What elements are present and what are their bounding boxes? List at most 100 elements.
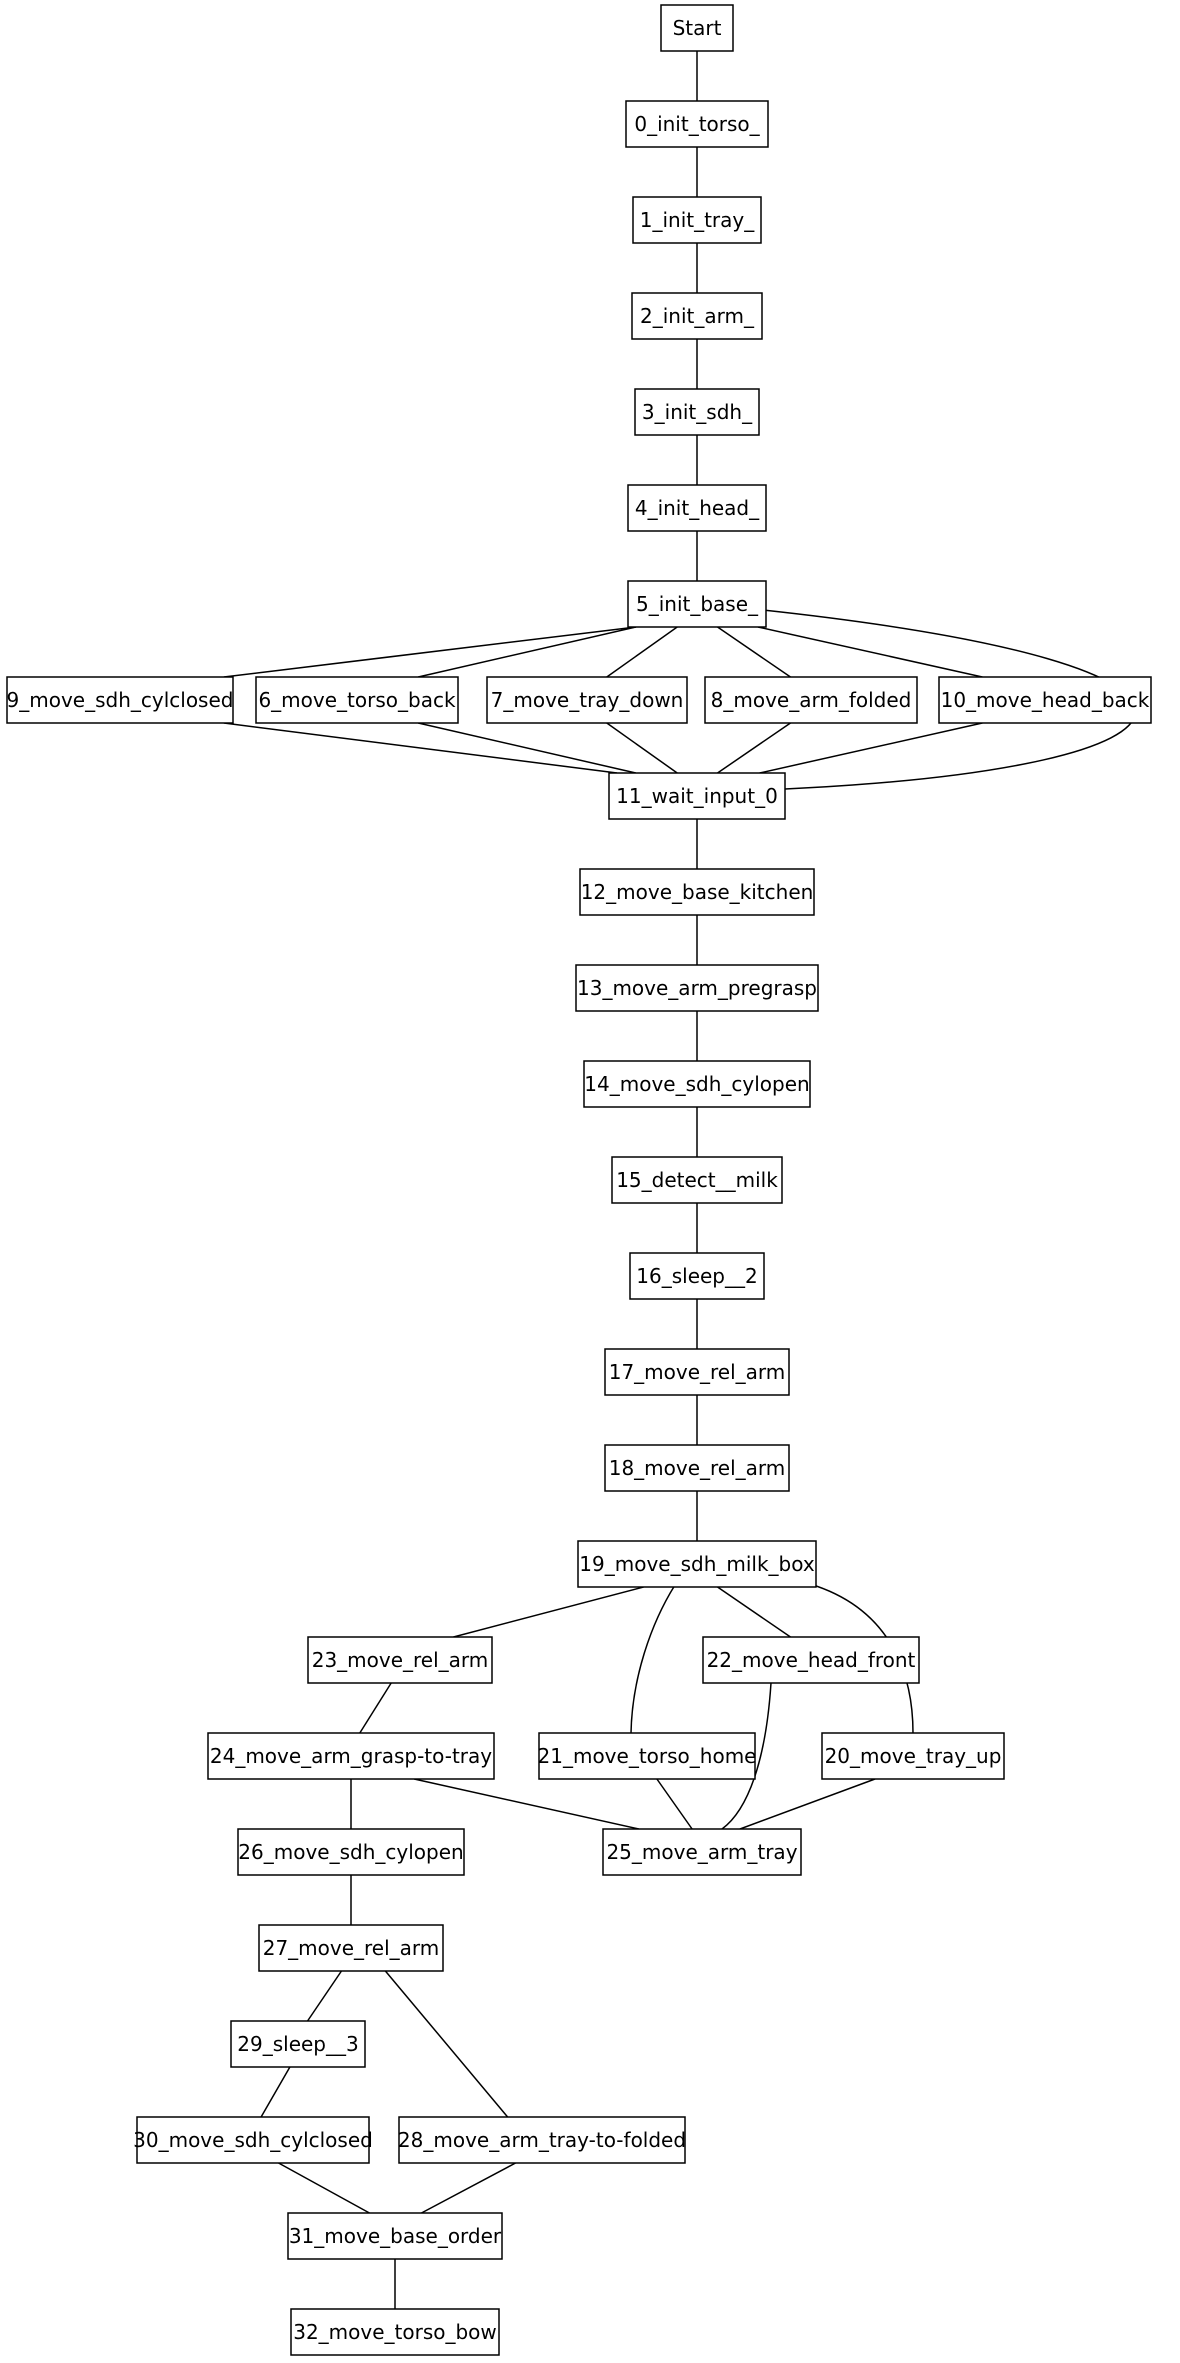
node-n2: 2_init_arm_	[631, 292, 763, 340]
node-box	[608, 772, 786, 820]
node-n26: 26_move_sdh_cylopen	[237, 1828, 465, 1876]
node-n22: 22_move_head_front	[702, 1636, 920, 1684]
node-box	[660, 4, 734, 52]
node-box	[634, 388, 760, 436]
node-n29: 29_sleep__3	[230, 2020, 366, 2068]
node-box	[258, 1924, 444, 1972]
node-n31: 31_move_base_order	[287, 2212, 503, 2260]
node-n6: 6_move_torso_back	[255, 676, 459, 724]
node-label: 24_move_arm_grasp-to-tray	[210, 1744, 492, 1768]
node-box	[538, 1732, 756, 1780]
edge-n29-n30	[260, 2066, 291, 2118]
node-label: 5_init_base_	[636, 592, 759, 616]
node-start: Start	[660, 4, 734, 52]
node-box	[290, 2308, 500, 2356]
nodes-layer: Start 0_init_torso_ 1_init_tray_ 2_init_arm…	[6, 4, 1152, 2356]
node-box	[631, 292, 763, 340]
node-n12: 12_move_base_kitchen	[579, 868, 815, 916]
node-n11: 11_wait_input_0	[608, 772, 786, 820]
edge-n8-n11	[717, 722, 791, 774]
edge-n30-n31	[278, 2162, 370, 2214]
node-n10: 10_move_head_back	[938, 676, 1152, 724]
edges-layer	[223, 51, 1137, 2309]
node-label: 6_move_torso_back	[258, 688, 455, 712]
node-n23: 23_move_rel_arm	[307, 1636, 493, 1684]
node-n20: 20_move_tray_up	[821, 1732, 1005, 1780]
node-n9: 9_move_sdh_cylclosed	[6, 676, 234, 724]
node-label: 13_move_arm_pregrasp	[577, 976, 817, 1000]
node-box	[230, 2020, 366, 2068]
node-label: 4_init_head_	[635, 496, 760, 520]
node-box	[625, 100, 769, 148]
edge-n5-n6	[418, 626, 637, 678]
node-label: 10_move_head_back	[941, 688, 1150, 712]
node-label: Start	[673, 16, 722, 40]
node-label: 2_init_arm_	[640, 304, 755, 328]
node-n5: 5_init_base_	[627, 580, 767, 628]
node-label: 21_move_torso_home	[538, 1744, 757, 1768]
node-box	[627, 484, 767, 532]
node-box	[575, 964, 819, 1012]
edge-n24-n25	[414, 1778, 639, 1830]
node-n21: 21_move_torso_home	[538, 1732, 757, 1780]
node-label: 11_wait_input_0	[616, 784, 778, 808]
node-box	[604, 1348, 790, 1396]
node-label: 30_move_sdh_cylclosed	[133, 2128, 373, 2152]
edge-n23-n24	[359, 1682, 392, 1734]
node-label: 22_move_head_front	[707, 1648, 916, 1672]
edge-n27-n29	[306, 1970, 343, 2022]
node-box	[207, 1732, 495, 1780]
node-label: 14_move_sdh_cylopen	[584, 1072, 809, 1096]
node-label: 29_sleep__3	[237, 2032, 358, 2056]
node-label: 18_move_rel_arm	[609, 1456, 786, 1480]
edge-n28-n31	[421, 2162, 516, 2214]
node-label: 20_move_tray_up	[825, 1744, 1002, 1768]
edge-n20-n25	[739, 1778, 876, 1830]
node-n19: 19_move_sdh_milk_box	[577, 1540, 817, 1588]
node-box	[611, 1156, 783, 1204]
node-box	[577, 1540, 817, 1588]
node-n16: 16_sleep__2	[629, 1252, 765, 1300]
node-box	[579, 868, 815, 916]
node-label: 8_move_arm_folded	[711, 688, 912, 712]
node-box	[237, 1828, 465, 1876]
node-n15: 15_detect__milk	[611, 1156, 783, 1204]
node-box	[821, 1732, 1005, 1780]
node-box	[307, 1636, 493, 1684]
node-box	[287, 2212, 503, 2260]
edge-n7-n11	[606, 722, 678, 774]
node-box	[136, 2116, 370, 2164]
node-n14: 14_move_sdh_cylopen	[583, 1060, 811, 1108]
node-n32: 32_move_torso_bow	[290, 2308, 500, 2356]
node-label: 17_move_rel_arm	[609, 1360, 786, 1384]
node-n7: 7_move_tray_down	[486, 676, 688, 724]
node-n1: 1_init_tray_	[632, 196, 762, 244]
node-label: 0_init_torso_	[634, 112, 760, 136]
node-label: 28_move_arm_tray-to-folded	[398, 2128, 686, 2152]
node-n27: 27_move_rel_arm	[258, 1924, 444, 1972]
edge-n19-n23	[453, 1586, 644, 1638]
node-n28: 28_move_arm_tray-to-folded	[398, 2116, 686, 2164]
node-box	[702, 1636, 920, 1684]
node-n25: 25_move_arm_tray	[602, 1828, 802, 1876]
edge-n6-n11	[418, 722, 636, 774]
node-label: 27_move_rel_arm	[263, 1936, 440, 1960]
node-label: 26_move_sdh_cylopen	[238, 1840, 463, 1864]
node-box	[629, 1252, 765, 1300]
node-n30: 30_move_sdh_cylclosed	[133, 2116, 373, 2164]
node-n3: 3_init_sdh_	[634, 388, 760, 436]
node-box	[255, 676, 459, 724]
edge-n5-n8	[717, 626, 791, 678]
node-label: 25_move_arm_tray	[606, 1840, 797, 1864]
node-box	[604, 1444, 790, 1492]
node-box	[398, 2116, 686, 2164]
node-label: 12_move_base_kitchen	[581, 880, 814, 904]
node-box	[938, 676, 1152, 724]
node-n4: 4_init_head_	[627, 484, 767, 532]
edge-n21-n25	[656, 1778, 693, 1830]
node-label: 32_move_torso_bow	[293, 2320, 497, 2344]
node-label: 15_detect__milk	[616, 1168, 778, 1192]
node-box	[627, 580, 767, 628]
node-label: 16_sleep__2	[636, 1264, 757, 1288]
